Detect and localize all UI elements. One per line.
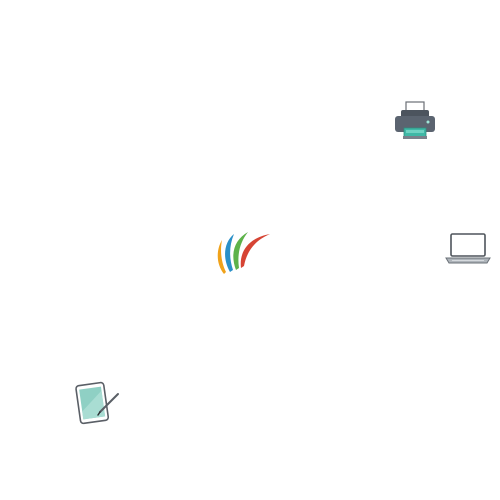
printer-icon xyxy=(392,100,438,142)
laptop-icon xyxy=(444,232,492,266)
tablet-stylus-icon xyxy=(74,378,124,426)
swirl-logo-icon xyxy=(212,226,272,276)
